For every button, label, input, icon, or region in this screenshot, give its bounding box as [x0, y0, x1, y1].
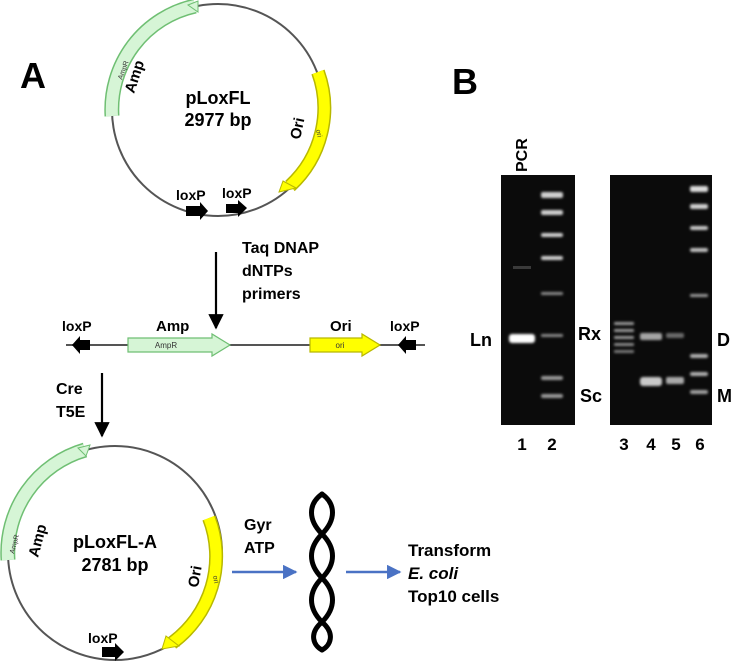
- topoisomer-band: [614, 350, 634, 353]
- plasmid1-amp-feature: [105, 0, 197, 117]
- plasmid2-amp-arrowhead: [77, 444, 91, 457]
- plasmid2-amp-label: Amp: [25, 522, 50, 559]
- gel-left: [501, 175, 575, 425]
- linear-amp-feature-label: AmpR: [155, 341, 177, 350]
- band-label-d: D: [717, 330, 730, 350]
- pcr-step-line1: Taq DNAP: [242, 240, 319, 257]
- plasmid1-name: pLoxFL: [186, 88, 251, 108]
- band-label-m: M: [717, 386, 732, 406]
- monomer-band: [666, 377, 684, 384]
- supercoiled-dna-icon: [309, 491, 335, 653]
- plasmid1-amp-arrowhead: [186, 0, 199, 13]
- plasmid2-loxp-label: loxP: [88, 630, 118, 646]
- panel-a-letter: A: [20, 55, 46, 96]
- plasmid1-ori-label: Ori: [287, 116, 308, 141]
- ladder-band: [541, 376, 563, 380]
- ladder-band: [541, 334, 563, 337]
- loxp-arrow-icon: [72, 336, 90, 354]
- linear-loxp-right-label: loxP: [390, 318, 420, 334]
- loxp-arrow-icon: [398, 336, 416, 354]
- lane-number: 3: [619, 435, 628, 454]
- ladder-band: [541, 292, 563, 295]
- plasmid2-size: 2781 bp: [81, 555, 148, 575]
- plasmid1-ori-feature: [286, 70, 330, 191]
- plasmid2-ori-feature: [168, 516, 222, 648]
- transform-line3: Top10 cells: [408, 587, 499, 606]
- ladder-band: [690, 354, 708, 358]
- lane-number: 2: [547, 435, 556, 454]
- plasmid1-size: 2977 bp: [184, 110, 251, 130]
- linear-pcr-product: AmpR ori loxP Amp Ori loxP: [62, 318, 425, 358]
- ladder-band: [690, 204, 708, 209]
- gel-left-background: [501, 175, 575, 425]
- linear-amp-label: Amp: [156, 318, 189, 335]
- gel-band-linear-product: [509, 334, 535, 343]
- gyr-step-line1: Gyr: [244, 517, 272, 534]
- pcr-lane-label: PCR: [514, 138, 531, 172]
- lane-number: 5: [671, 435, 680, 454]
- loxp-arrow-icon: [186, 202, 208, 220]
- panel-b-letter: B: [452, 61, 478, 102]
- linear-ori-label: Ori: [330, 318, 352, 335]
- topoisomer-band: [614, 343, 634, 346]
- pcr-step-line3: primers: [242, 286, 301, 303]
- plasmid2-name: pLoxFL-A: [73, 532, 157, 552]
- band-label-ln: Ln: [470, 330, 492, 350]
- plasmid1-loxp-right-label: loxP: [222, 185, 252, 201]
- ladder-band: [690, 186, 708, 192]
- plasmid1-ori-arrowhead: [278, 180, 298, 193]
- plasmid2-amp-feature: [1, 444, 87, 561]
- loxp-arrow-icon: [102, 643, 124, 661]
- ladder-band: [690, 226, 708, 230]
- plasmid2-ori-arrowhead: [161, 635, 181, 650]
- plasmid1-loxp-left-label: loxP: [176, 187, 206, 203]
- plasmid1-ori-feature-label: ori: [314, 129, 323, 138]
- topoisomer-band: [614, 336, 634, 339]
- plasmid-pLoxFL: AmpR ori Amp Ori pLoxFL 2977 bp loxP lox…: [104, 0, 332, 220]
- plasmid-pLoxFL-A: AmpR ori Amp Ori pLoxFL-A 2781 bp loxP: [0, 442, 224, 661]
- ladder-band: [541, 394, 563, 398]
- ladder-band: [690, 390, 708, 394]
- lane-number: 1: [517, 435, 526, 454]
- plasmid2-amp-feature-label: AmpR: [9, 534, 21, 555]
- ladder-band: [690, 248, 708, 252]
- transform-line1: Transform: [408, 541, 491, 560]
- cre-step-line2: T5E: [56, 404, 86, 421]
- gel-right-bands: [614, 186, 708, 394]
- loxp-arrow-icon: [226, 200, 247, 217]
- ladder-band: [690, 294, 708, 297]
- ladder-band: [690, 372, 708, 376]
- cre-step-line1: Cre: [56, 381, 83, 398]
- ladder-band: [541, 233, 563, 237]
- pcr-step-line2: dNTPs: [242, 263, 293, 280]
- monomer-band: [640, 377, 662, 386]
- gyr-step-line2: ATP: [244, 540, 275, 557]
- band-label-sc: Sc: [580, 386, 602, 406]
- band-label-rx: Rx: [578, 324, 601, 344]
- gel-right: [610, 175, 712, 425]
- topoisomer-band: [614, 322, 634, 325]
- lane-number: 4: [646, 435, 656, 454]
- ladder-band: [541, 210, 563, 215]
- topoisomer-band: [614, 329, 634, 332]
- ladder-band: [541, 192, 563, 198]
- ladder-band: [541, 256, 563, 260]
- plasmid2-ori-label: Ori: [185, 564, 206, 588]
- linear-amp-feature: [127, 332, 232, 358]
- linear-ori-feature: [309, 332, 382, 358]
- transform-line2: E. coli: [408, 564, 459, 583]
- dimer-band: [666, 333, 684, 338]
- dimer-band: [640, 333, 662, 340]
- linear-loxp-left-label: loxP: [62, 318, 92, 334]
- linear-ori-feature-label: ori: [336, 341, 345, 350]
- gel-left-bands: [509, 192, 563, 398]
- plasmid2-ori-feature-label: ori: [211, 575, 219, 584]
- gel-faint-band: [513, 266, 531, 269]
- lane-number: 6: [695, 435, 704, 454]
- gel-right-background: [610, 175, 712, 425]
